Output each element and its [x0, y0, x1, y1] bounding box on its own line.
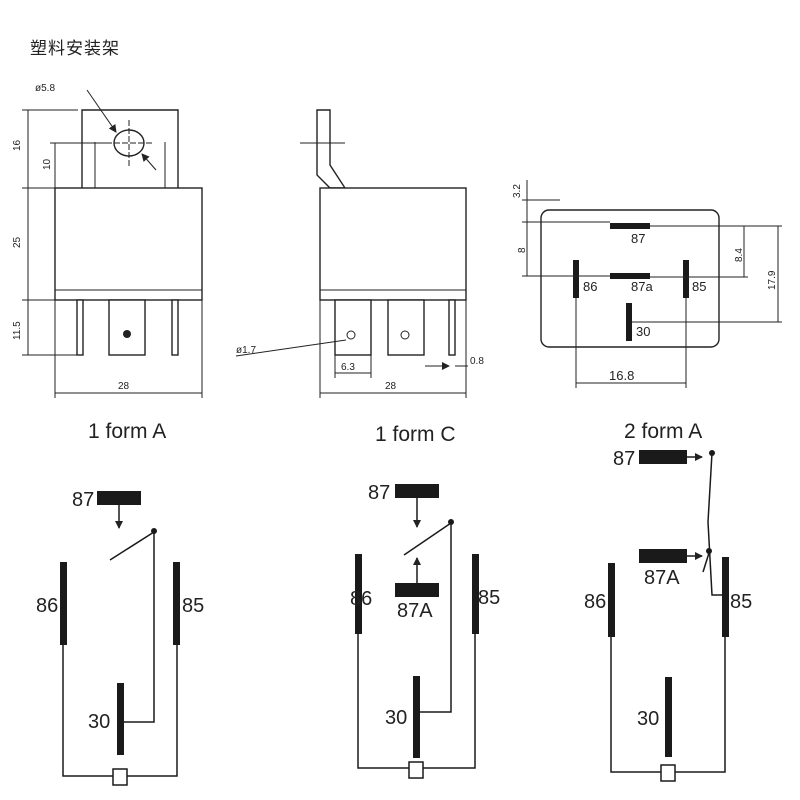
label-30: 30 — [637, 708, 659, 730]
page-title: 塑料安装架 — [30, 39, 120, 59]
pin-label-87: 87 — [631, 231, 645, 246]
dim-6-3: 6.3 — [341, 362, 355, 373]
pin-label-86: 86 — [583, 279, 597, 294]
common-30 — [413, 676, 420, 758]
right-view: 87 87a 86 85 30 3.2 8 8.4 17.9 16.8 — [512, 180, 782, 388]
dim-3-2: 3.2 — [512, 184, 523, 198]
label-87a: 87A — [397, 600, 433, 622]
label-86: 86 — [584, 591, 606, 613]
label-85: 85 — [730, 591, 752, 613]
coil-85 — [472, 554, 479, 634]
label-85: 85 — [182, 595, 204, 617]
pin-86 — [573, 260, 579, 298]
dim-16-8: 16.8 — [609, 368, 634, 383]
pin-30 — [626, 303, 632, 341]
pin-87 — [610, 223, 650, 229]
dim-17-9: 17.9 — [767, 270, 778, 290]
contact-87 — [395, 484, 439, 498]
contact-87 — [639, 450, 687, 464]
dim-8-4: 8.4 — [734, 248, 745, 262]
label-30: 30 — [385, 707, 407, 729]
label-86: 86 — [36, 595, 58, 617]
pin-87a — [610, 273, 650, 279]
contact-87a — [395, 583, 439, 597]
label-86: 86 — [350, 588, 372, 610]
schematic-1-form-c: 87 86 87A 85 30 — [350, 482, 500, 779]
dim-width-28-middle: 28 — [385, 381, 397, 392]
middle-view: ø1.7 6.3 28 0.8 — [235, 109, 484, 398]
common-30 — [117, 683, 124, 755]
schematic-1-form-a: 87 86 85 30 — [36, 489, 204, 786]
left-view: ø5.8 16 10 25 11.5 28 — [12, 83, 203, 398]
label-87: 87 — [72, 489, 94, 511]
relay-body — [54, 187, 203, 301]
label-30: 30 — [88, 711, 110, 733]
dim-width-28-left: 28 — [118, 381, 130, 392]
label-87a: 87A — [644, 567, 680, 589]
schematic-2-form-a: 87 87A 86 85 30 — [584, 448, 752, 782]
dim-10: 10 — [42, 158, 53, 170]
hole-diameter-label: ø5.8 — [35, 83, 55, 94]
dim-16: 16 — [12, 139, 23, 151]
pin-85 — [683, 260, 689, 298]
label-87: 87 — [613, 448, 635, 470]
coil-85 — [173, 562, 180, 645]
label-85: 85 — [478, 587, 500, 609]
form-label-2a: 2 form A — [624, 420, 702, 443]
coil-86 — [355, 554, 362, 634]
relay-body-side — [319, 187, 467, 301]
dim-0-8: 0.8 — [470, 356, 484, 367]
side-tab — [316, 109, 347, 189]
form-label-1c: 1 form C — [375, 423, 456, 446]
dim-8: 8 — [517, 247, 528, 253]
dim-11-5: 11.5 — [12, 321, 23, 340]
dim-25: 25 — [12, 236, 23, 248]
common-30 — [665, 677, 672, 757]
pin-label-30: 30 — [636, 324, 650, 339]
coil-86 — [60, 562, 67, 645]
contact-87 — [97, 491, 141, 505]
label-87: 87 — [368, 482, 390, 504]
form-label-1a: 1 form A — [88, 420, 166, 443]
coil-86 — [608, 563, 615, 637]
coil-85 — [722, 557, 729, 637]
pin-label-87a: 87a — [631, 279, 653, 294]
pin-hole-label: ø1.7 — [236, 345, 256, 356]
contact-87a — [639, 549, 687, 563]
pin-label-85: 85 — [692, 279, 706, 294]
